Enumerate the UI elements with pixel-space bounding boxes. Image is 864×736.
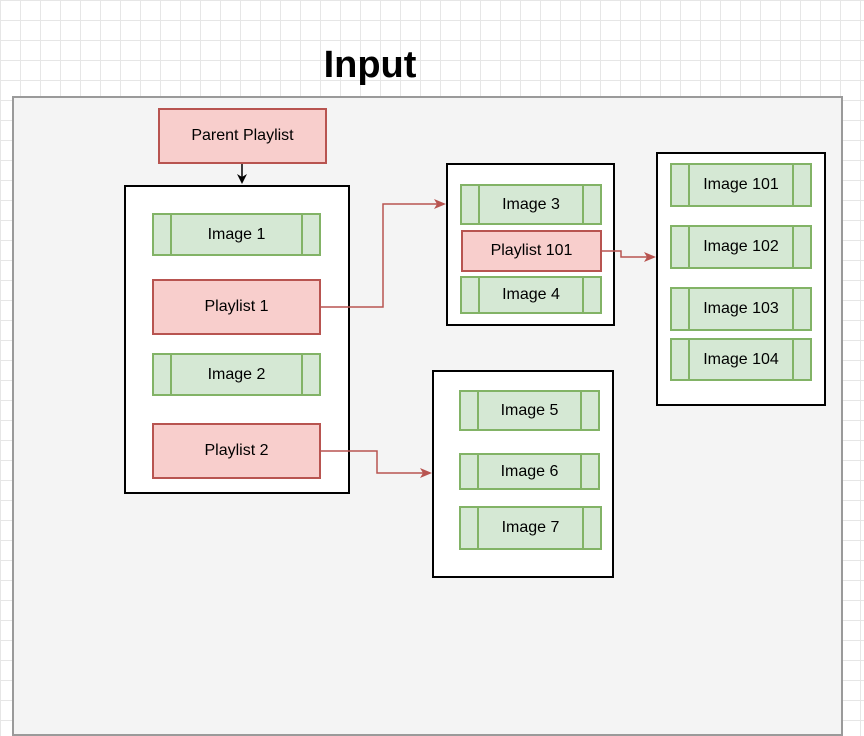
image-4-label: Image 4 — [502, 286, 560, 303]
image-101-node[interactable]: Image 101 — [670, 163, 812, 207]
image-bar-right — [580, 455, 582, 488]
image-3-label: Image 3 — [502, 195, 560, 213]
image-104-label: Image 104 — [703, 350, 779, 368]
image-bar-left — [688, 289, 690, 329]
edge-playlist-2-to-group — [321, 450, 432, 478]
playlist-101-node[interactable]: Playlist 101 — [461, 230, 602, 272]
image-bar-left — [478, 278, 480, 312]
playlist-101-label: Playlist 101 — [490, 242, 573, 259]
image-bar-right — [582, 508, 584, 548]
image-1-label: Image 1 — [207, 225, 266, 243]
image-bar-left — [688, 340, 690, 379]
image-103-node[interactable]: Image 103 — [670, 287, 812, 331]
image-bar-right — [301, 355, 303, 394]
connector-layer — [237, 164, 656, 478]
image-6-node[interactable]: Image 6 — [459, 453, 600, 490]
image-7-label: Image 7 — [501, 519, 560, 536]
image-101-label: Image 101 — [703, 176, 779, 193]
image-7-node[interactable]: Image 7 — [459, 506, 602, 550]
image-3-node[interactable]: Image 3 — [460, 184, 602, 225]
image-102-node[interactable]: Image 102 — [670, 225, 812, 269]
image-bar-left — [170, 355, 172, 394]
image-1-node[interactable]: Image 1 — [152, 213, 321, 256]
image-bar-right — [582, 278, 584, 312]
image-bar-right — [301, 215, 303, 254]
image-102-label: Image 102 — [703, 238, 779, 255]
image-bar-left — [170, 215, 172, 254]
playlist-1-node[interactable]: Playlist 1 — [152, 279, 321, 335]
image-104-node[interactable]: Image 104 — [670, 338, 812, 381]
image-bar-right — [792, 340, 794, 379]
diagram-title: Input — [323, 44, 417, 86]
image-2-node[interactable]: Image 2 — [152, 353, 321, 396]
parent-playlist-node[interactable]: Parent Playlist — [158, 108, 327, 164]
image-103-label: Image 103 — [703, 300, 779, 317]
image-bar-left — [477, 455, 479, 488]
image-bar-left — [477, 392, 479, 429]
image-bar-right — [792, 165, 794, 205]
image-bar-left — [688, 227, 690, 267]
image-bar-right — [792, 227, 794, 267]
image-bar-left — [478, 186, 480, 223]
playlist-2-label: Playlist 2 — [204, 442, 269, 459]
edge-playlist-101-to-group — [602, 250, 656, 262]
image-5-node[interactable]: Image 5 — [459, 390, 600, 431]
edge-playlist-1-to-group — [321, 199, 446, 308]
image-bar-right — [582, 186, 584, 223]
image-2-label: Image 2 — [207, 365, 266, 383]
image-bar-right — [580, 392, 582, 429]
image-6-label: Image 6 — [500, 462, 559, 480]
image-bar-left — [688, 165, 690, 205]
image-4-node[interactable]: Image 4 — [460, 276, 602, 314]
playlist-2-node[interactable]: Playlist 2 — [152, 423, 321, 479]
playlist-1-label: Playlist 1 — [204, 298, 269, 315]
image-bar-right — [792, 289, 794, 329]
parent-playlist-label: Parent Playlist — [191, 127, 294, 144]
image-5-label: Image 5 — [500, 401, 559, 419]
image-bar-left — [477, 508, 479, 548]
